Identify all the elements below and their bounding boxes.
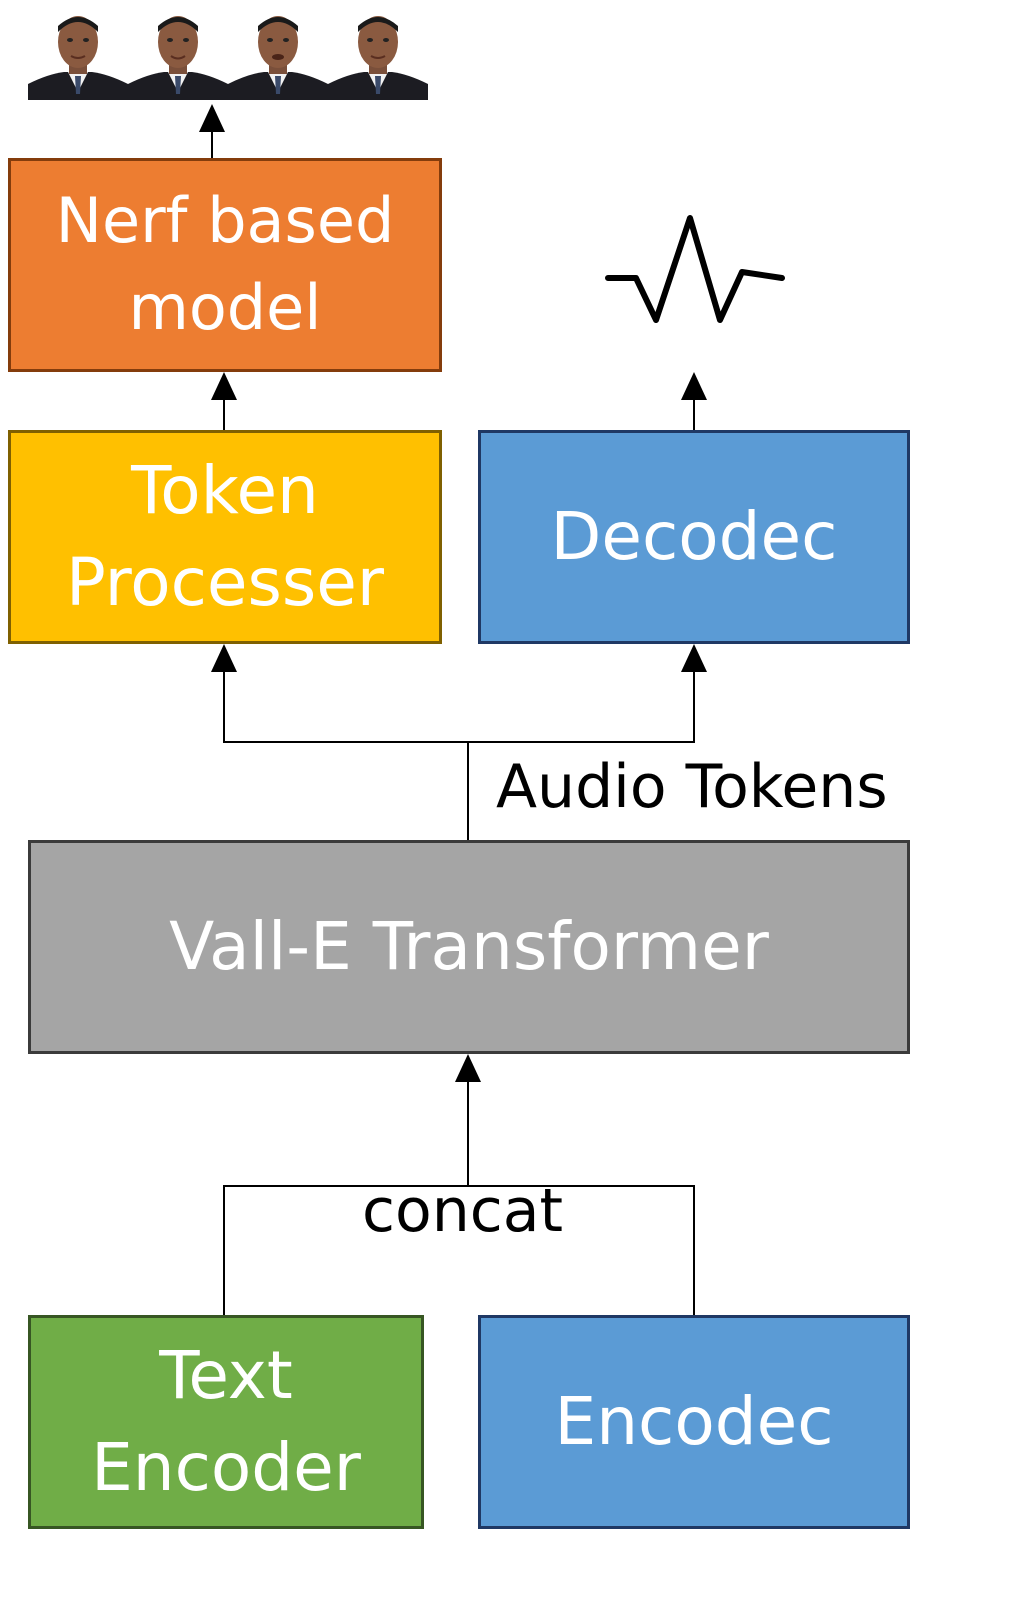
nerf-based-model-box: Nerf based model (8, 158, 442, 372)
valle-transformer-box: Vall-E Transformer (28, 840, 910, 1054)
face-frame-icon (28, 8, 128, 100)
encodec-box: Encodec (478, 1315, 910, 1529)
token-processer-label: Token Processer (65, 451, 385, 621)
decodec-label: Decodec (550, 497, 838, 575)
arrowhead (211, 372, 237, 400)
waveform-icon (605, 215, 785, 323)
arrowhead (681, 644, 707, 672)
text-encoder-box: Text Encoder (28, 1315, 424, 1529)
concat-connector (223, 1185, 695, 1315)
decodec-box: Decodec (478, 430, 910, 644)
arrowhead (211, 644, 237, 672)
arrowhead (199, 104, 225, 132)
concat-label: concat (362, 1176, 564, 1246)
text-encoder-label: Text Encoder (91, 1336, 361, 1506)
encodec-label: Encodec (554, 1382, 834, 1460)
arrowhead (455, 1054, 481, 1082)
valle-transformer-label: Vall-E Transformer (169, 907, 769, 985)
face-frame-icon (228, 8, 328, 100)
face-frame-icon (128, 8, 228, 100)
token-processer-box: Token Processer (8, 430, 442, 644)
nerf-based-model-label: Nerf based model (55, 184, 395, 344)
audio-tokens-label: Audio Tokens (496, 752, 888, 822)
arrowhead (681, 372, 707, 400)
face-frame-icon (328, 8, 428, 100)
audio-tokens-connector (223, 670, 695, 743)
